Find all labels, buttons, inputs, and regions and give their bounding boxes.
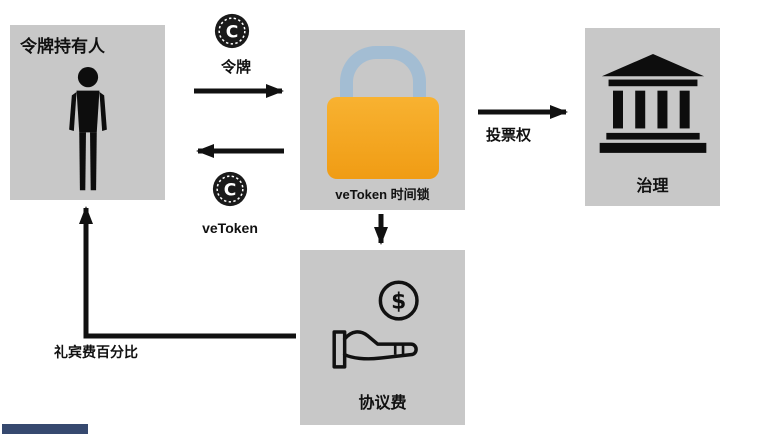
edge-label-token: 令牌 (220, 59, 251, 76)
protocol-fee-label: 协议费 (358, 395, 407, 412)
coin-glyph: C (226, 23, 239, 43)
timelock-label: veToken 时间锁 (335, 187, 430, 202)
person-icon (10, 57, 165, 200)
node-token-holder: 令牌持有人 (10, 25, 165, 200)
coin-glyph: C (224, 181, 237, 201)
dollar-glyph: $ (391, 289, 406, 314)
watermark-bar (2, 424, 88, 434)
bank-icon (597, 54, 709, 159)
node-protocol-fee: $ 协议费 (300, 250, 465, 425)
node-governance: 治理 (585, 28, 720, 206)
lock-icon (326, 46, 439, 179)
hand-coin-icon: $ (322, 276, 444, 379)
coin-icon-token: C (213, 12, 251, 55)
edge-label-vetoken: veToken (202, 220, 258, 236)
coin-icon-vetoken: C (211, 170, 249, 213)
governance-label: 治理 (636, 178, 669, 195)
lock-body (326, 97, 439, 179)
edge-label-fee-share: 礼宾费百分比 (54, 344, 138, 360)
node-timelock: veToken 时间锁 (300, 30, 465, 210)
token-holder-label: 令牌持有人 (20, 37, 105, 56)
edge-label-voting-power: 投票权 (486, 127, 532, 144)
